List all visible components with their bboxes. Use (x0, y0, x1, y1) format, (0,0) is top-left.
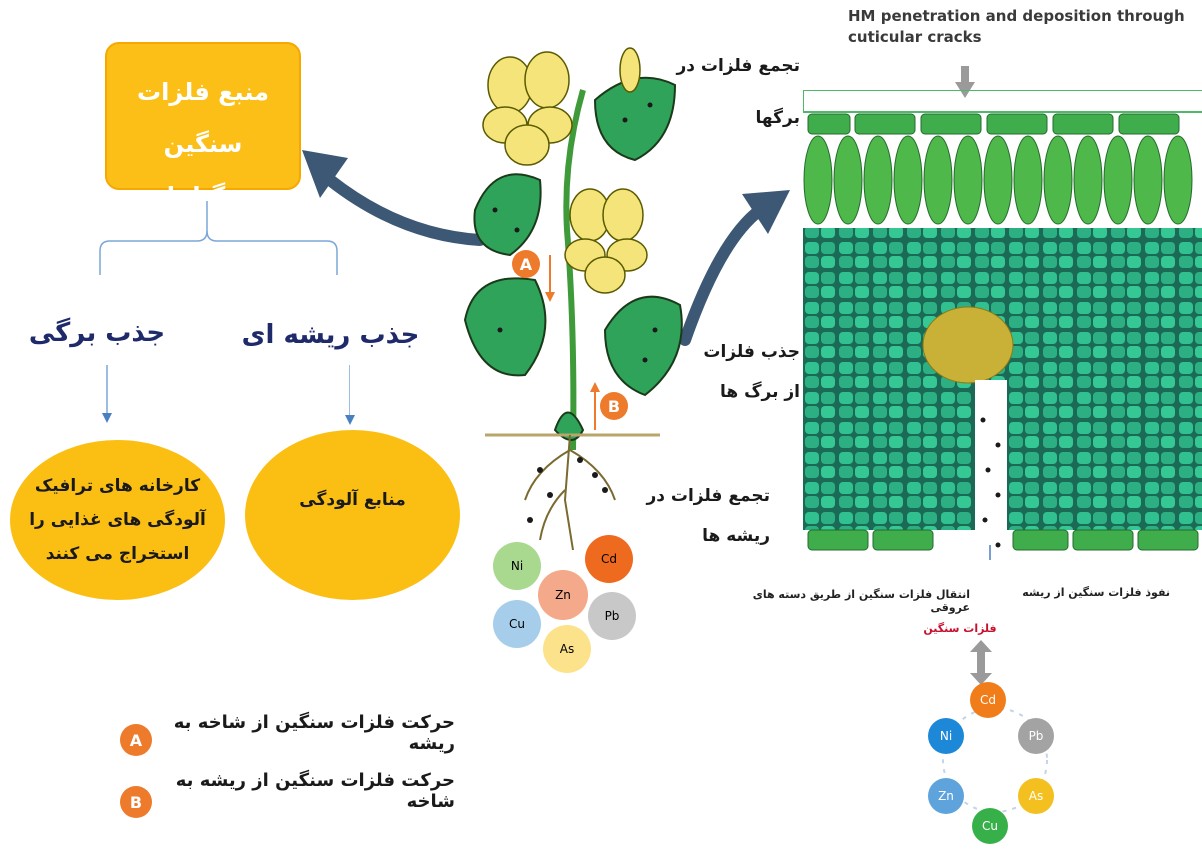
cuticle-title-line1: HM penetration and deposition through (848, 6, 1198, 27)
legend-text-a: حرکت فلزات سنگین از شاخه به ریشه (155, 712, 455, 754)
heavy-metal-source-box: منبع فلزات سنگین در گیاهان (105, 42, 301, 190)
soil-metals-cluster: Ni Cd Zn Cu Pb As (488, 530, 638, 680)
legend-badge-a: A (120, 724, 152, 756)
root-accumulation-line2: ریشه ها (640, 516, 770, 556)
leaf-accumulation-line1: تجمع فلزات در (670, 50, 800, 82)
leaf-1 (474, 174, 540, 255)
metal-deposit (923, 307, 1013, 383)
ring-zn: Zn (928, 778, 964, 814)
foliar-sources-oval: کارخانه های ترافیک آلودگی های غذایی را ا… (10, 440, 225, 600)
leaf-accumulation-label: تجمع فلزات در برگها (670, 50, 800, 134)
hm-label: فلزات سنگین (920, 622, 1000, 635)
ring-as: As (1018, 778, 1054, 814)
metal-pb: Pb (588, 592, 636, 640)
cuticle-layer (803, 90, 1202, 112)
metal-as: As (543, 625, 591, 673)
foliar-oval-line1: کارخانه های ترافیک (35, 469, 200, 503)
leaf-3 (605, 297, 682, 395)
foliar-uptake-heading: جذب برگی (22, 318, 172, 348)
legend-badge-b: B (120, 786, 152, 818)
metal-zn: Zn (538, 570, 588, 620)
source-box-line1: منبع فلزات سنگین (107, 66, 299, 170)
leaf-cross-section (803, 90, 1202, 560)
exchange-arrow (970, 640, 992, 685)
ring-cd: Cd (970, 682, 1006, 718)
root-input-label: نفوذ فلزات سنگین از ریشه (1000, 586, 1170, 599)
ring-pb: Pb (1018, 718, 1054, 754)
bracket-left (100, 201, 207, 275)
vascular-transport-label: انتقال فلزات سنگین از طریق دسته های عروق… (730, 588, 970, 614)
cuticle-title: HM penetration and deposition through cu… (848, 6, 1198, 48)
marker-b: B (600, 392, 628, 420)
leaf-uptake-line2: از برگ ها (690, 372, 800, 412)
metal-cd: Cd (585, 535, 633, 583)
root-accumulation-line1: تجمع فلزات در (640, 476, 770, 516)
leaf-accumulation-line2: برگها (670, 102, 800, 134)
palisade-layer (804, 136, 1192, 224)
legend-text-b: حرکت فلزات سنگین از ریشه به شاخه (155, 770, 455, 812)
metal-ni: Ni (493, 542, 541, 590)
marker-a: A (512, 250, 540, 278)
ring-ni: Ni (928, 718, 964, 754)
leaf-uptake-label: جذب فلزات از برگ ها (690, 332, 800, 412)
leaf-2 (465, 278, 545, 375)
ring-cu: Cu (972, 808, 1008, 844)
leaf-uptake-line1: جذب فلزات (690, 332, 800, 372)
upper-epidermis (808, 114, 1179, 134)
metal-cu: Cu (493, 600, 541, 648)
vascular-channel (975, 380, 1007, 540)
foliar-oval-line2: آلودگی های غذایی را (29, 503, 206, 537)
root-sources-oval: منابع آلودگی (245, 430, 460, 600)
foliar-oval-line3: استخراج می کنند (46, 537, 190, 571)
root-accumulation-label: تجمع فلزات در ریشه ها (640, 476, 770, 556)
root-oval-text: منابع آلودگی (299, 490, 405, 510)
cuticle-title-line2: cuticular cracks (848, 27, 1198, 48)
flower-1-petal-b (525, 52, 569, 108)
